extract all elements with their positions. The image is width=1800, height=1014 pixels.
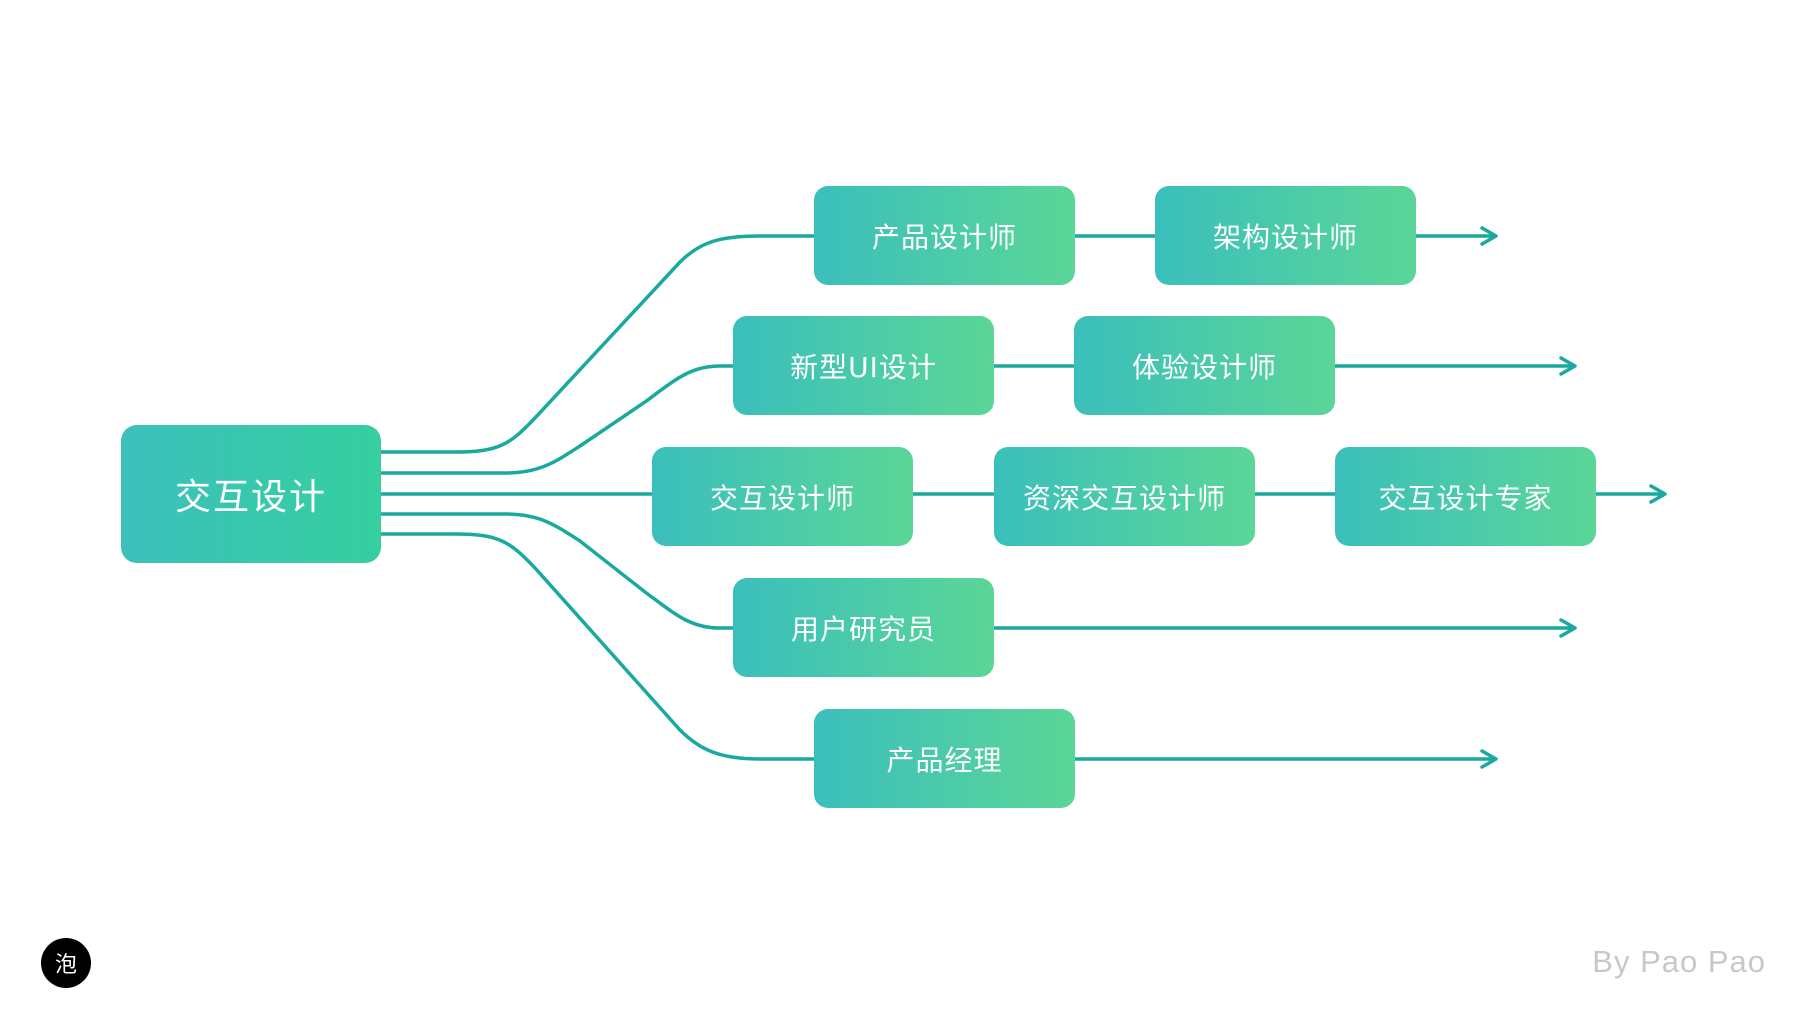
node-interaction-designer: 交互设计师	[652, 447, 913, 546]
root-node: 交互设计	[121, 425, 381, 563]
node-senior-interaction-designer: 资深交互设计师	[994, 447, 1255, 546]
logo-glyph: 泡	[54, 953, 77, 978]
branch-line-1	[381, 234, 814, 454]
node-product-manager: 产品经理	[814, 709, 1075, 808]
node-product-designer: 产品设计师	[814, 186, 1075, 285]
node-interaction-expert: 交互设计专家	[1335, 447, 1596, 546]
author-credit: By Pao Pao	[1592, 944, 1766, 979]
branch-line-4	[381, 512, 733, 630]
branch-line-2	[381, 364, 733, 475]
node-architecture-designer: 架构设计师	[1155, 186, 1416, 285]
branch-line-5	[381, 532, 814, 761]
node-experience-designer: 体验设计师	[1074, 316, 1335, 415]
node-user-researcher: 用户研究员	[733, 578, 994, 677]
node-new-ui-design: 新型UI设计	[733, 316, 994, 415]
logo-icon: 泡	[41, 938, 91, 988]
